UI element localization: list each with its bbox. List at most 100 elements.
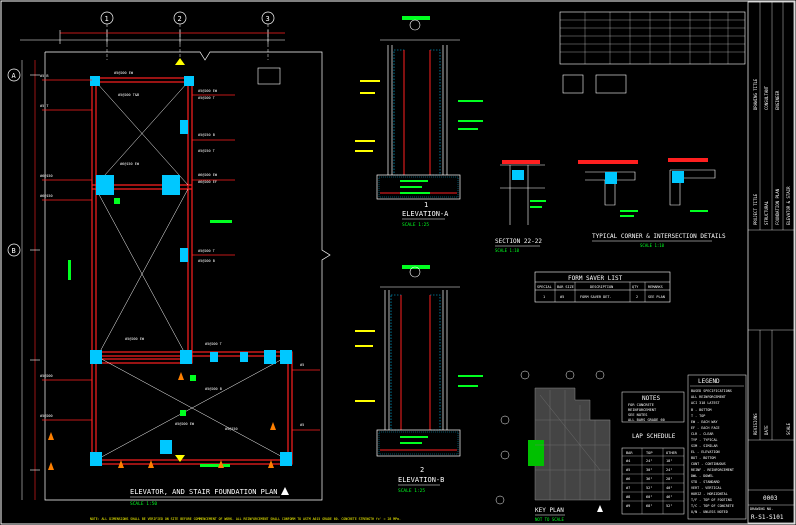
svg-text:DRAWING NO.: DRAWING NO.	[750, 507, 773, 511]
svg-text:2: 2	[420, 466, 424, 474]
elevation-b-title: ELEVATION-B	[398, 476, 444, 484]
svg-text:#5@200: #5@200	[40, 414, 53, 418]
svg-text:#5@200 T: #5@200 T	[198, 249, 216, 253]
svg-text:18": 18"	[666, 459, 673, 463]
grid-bubble-3: 3	[261, 11, 275, 25]
legend: LEGEND BASED SPECIFICATIONS ALL REINFORC…	[687, 374, 747, 520]
svg-text:ACI 318 LATEST: ACI 318 LATEST	[691, 401, 720, 405]
legend-title: LEGEND	[698, 378, 720, 385]
svg-text:SCALE: SCALE	[786, 422, 791, 435]
svg-text:ALL BARS GRADE 60: ALL BARS GRADE 60	[628, 418, 665, 422]
svg-text:REINFORCEMENT: REINFORCEMENT	[628, 408, 657, 412]
svg-text:#5@200 EW: #5@200 EW	[175, 422, 195, 426]
svg-text:DWL - DOWEL: DWL - DOWEL	[691, 474, 713, 478]
svg-text:#5@250 B: #5@250 B	[198, 133, 215, 137]
svg-text:QTY: QTY	[632, 285, 639, 289]
form-saver-list: FORM SAVER LIST SPECIAL BAR SIZE DESCRIP…	[534, 271, 671, 303]
svg-text:VERT - VERTICAL: VERT - VERTICAL	[691, 486, 722, 490]
svg-text:TYP - TYPICAL: TYP - TYPICAL	[691, 438, 718, 442]
svg-text:B - BOTTOM: B - BOTTOM	[691, 408, 711, 412]
svg-text:#7: #7	[626, 486, 630, 490]
svg-text:2: 2	[636, 295, 638, 299]
svg-text:BAR: BAR	[626, 451, 633, 455]
svg-text:ELEVATOR & STAIR: ELEVATOR & STAIR	[786, 186, 791, 225]
svg-text:#5@200 B: #5@200 B	[198, 259, 215, 263]
svg-text:1: 1	[105, 15, 109, 23]
svg-text:30": 30"	[646, 468, 653, 472]
svg-text:#5: #5	[300, 423, 304, 427]
svg-text:#5@200: #5@200	[40, 374, 53, 378]
elevation-a-scale: SCALE 1:25	[402, 222, 429, 228]
plan-title-block: ELEVATOR, AND STAIR FOUNDATION PLAN SCAL…	[130, 487, 289, 507]
svg-text:DESCRIPTION: DESCRIPTION	[590, 285, 613, 289]
svg-text:BAR SIZE: BAR SIZE	[557, 285, 574, 289]
elevation-a: ELEVATION-A SCALE 1:25 1	[355, 16, 483, 228]
svg-text:DATE: DATE	[764, 425, 769, 435]
svg-text:#6@150: #6@150	[40, 194, 53, 198]
footer-note: NOTE: ALL DIMENSIONS SHALL BE VERIFIED O…	[90, 517, 401, 521]
svg-text:#5: #5	[560, 295, 564, 299]
svg-text:#6@200 EF: #6@200 EF	[198, 180, 217, 184]
plan-title: ELEVATOR, AND STAIR FOUNDATION PLAN	[130, 488, 278, 496]
elevation-b: ELEVATION-B SCALE 1:25 2	[355, 265, 483, 494]
svg-text:#5 T: #5 T	[40, 104, 49, 108]
svg-text:ALL REINFORCEMENT: ALL REINFORCEMENT	[691, 395, 726, 399]
grid-bubble-1: 1	[100, 11, 114, 25]
svg-text:#4: #4	[626, 459, 630, 463]
svg-text:EW - EACH WAY: EW - EACH WAY	[691, 420, 718, 424]
section-detail: SECTION 22-22 SCALE 1:10	[495, 160, 546, 253]
svg-text:#6@150 EW: #6@150 EW	[120, 162, 140, 166]
svg-text:PROJECT TITLE: PROJECT TITLE	[753, 193, 758, 225]
svg-text:FOR CONCRETE: FOR CONCRETE	[628, 403, 654, 407]
svg-text:#5: #5	[626, 468, 630, 472]
svg-text:SPECIAL: SPECIAL	[537, 285, 552, 289]
svg-text:SCALE 1:10: SCALE 1:10	[640, 243, 665, 248]
svg-text:T/F - TOP OF FOOTING: T/F - TOP OF FOOTING	[691, 498, 732, 502]
svg-text:1: 1	[424, 201, 428, 209]
svg-text:#5 B: #5 B	[40, 74, 48, 78]
svg-text:REMARKS: REMARKS	[648, 285, 663, 289]
svg-text:#5@200 T: #5@200 T	[205, 342, 223, 346]
revision-number: 0003	[763, 495, 778, 502]
svg-text:STRUCTURAL: STRUCTURAL	[764, 200, 769, 225]
svg-text:DRAWING TITLE: DRAWING TITLE	[753, 78, 758, 110]
svg-text:28": 28"	[666, 477, 673, 481]
svg-text:#5@200 EW: #5@200 EW	[114, 71, 134, 75]
svg-text:2: 2	[178, 15, 182, 23]
svg-text:EF - EACH FACE: EF - EACH FACE	[691, 426, 720, 430]
grid-bubble-b: B	[7, 243, 21, 257]
svg-text:BASED SPECIFICATIONS: BASED SPECIFICATIONS	[691, 389, 732, 393]
svg-text:#6@200 EW: #6@200 EW	[198, 173, 218, 177]
key-plan-title: KEY PLAN	[535, 507, 564, 514]
lap-schedule-title: LAP SCHEDULE	[632, 433, 676, 440]
elevation-a-title: ELEVATION-A	[402, 210, 449, 218]
svg-text:T/C - TOP OF CONCRETE: T/C - TOP OF CONCRETE	[691, 504, 734, 508]
title-block: PROJECT TITLE STRUCTURAL FOUNDATION PLAN…	[747, 1, 795, 524]
svg-text:REINF - REINFORCEMENT: REINF - REINFORCEMENT	[691, 468, 734, 472]
foundation-plan: 1 2 3 A B	[7, 11, 331, 507]
svg-text:#5@250 T: #5@250 T	[198, 149, 216, 153]
svg-text:NOT TO SCALE: NOT TO SCALE	[535, 517, 564, 522]
svg-text:SEE NOTES: SEE NOTES	[628, 413, 647, 417]
svg-text:#5: #5	[300, 363, 304, 367]
corner-rebar-clusters	[90, 76, 292, 466]
svg-text:BOT - BOTTOM: BOT - BOTTOM	[691, 456, 716, 460]
svg-text:ENGINEER: ENGINEER	[775, 90, 780, 110]
svg-text:OTHER: OTHER	[666, 451, 678, 455]
corner-details-title: TYPICAL CORNER & INTERSECTION DETAILS	[592, 233, 726, 240]
svg-text:EL - ELEVATION: EL - ELEVATION	[691, 450, 720, 454]
plan-scale: SCALE 1:50	[130, 501, 157, 507]
svg-text:#5@200 B: #5@200 B	[205, 387, 222, 391]
svg-text:#8: #8	[626, 495, 630, 499]
svg-text:24": 24"	[666, 468, 673, 472]
svg-text:CLR - CLEAR: CLR - CLEAR	[691, 432, 714, 436]
svg-text:#6: #6	[626, 477, 630, 481]
svg-text:#5@200 EW: #5@200 EW	[198, 89, 218, 93]
svg-text:SEE PLAN: SEE PLAN	[648, 295, 665, 299]
svg-text:SIM - SIMILAR: SIM - SIMILAR	[691, 444, 718, 448]
svg-text:52": 52"	[666, 504, 673, 508]
svg-text:CONSULTANT: CONSULTANT	[764, 85, 769, 110]
notes-and-lap-schedule: NOTES FOR CONCRETE REINFORCEMENT SEE NOT…	[621, 391, 685, 515]
grid-bubble-2: 2	[173, 11, 187, 25]
